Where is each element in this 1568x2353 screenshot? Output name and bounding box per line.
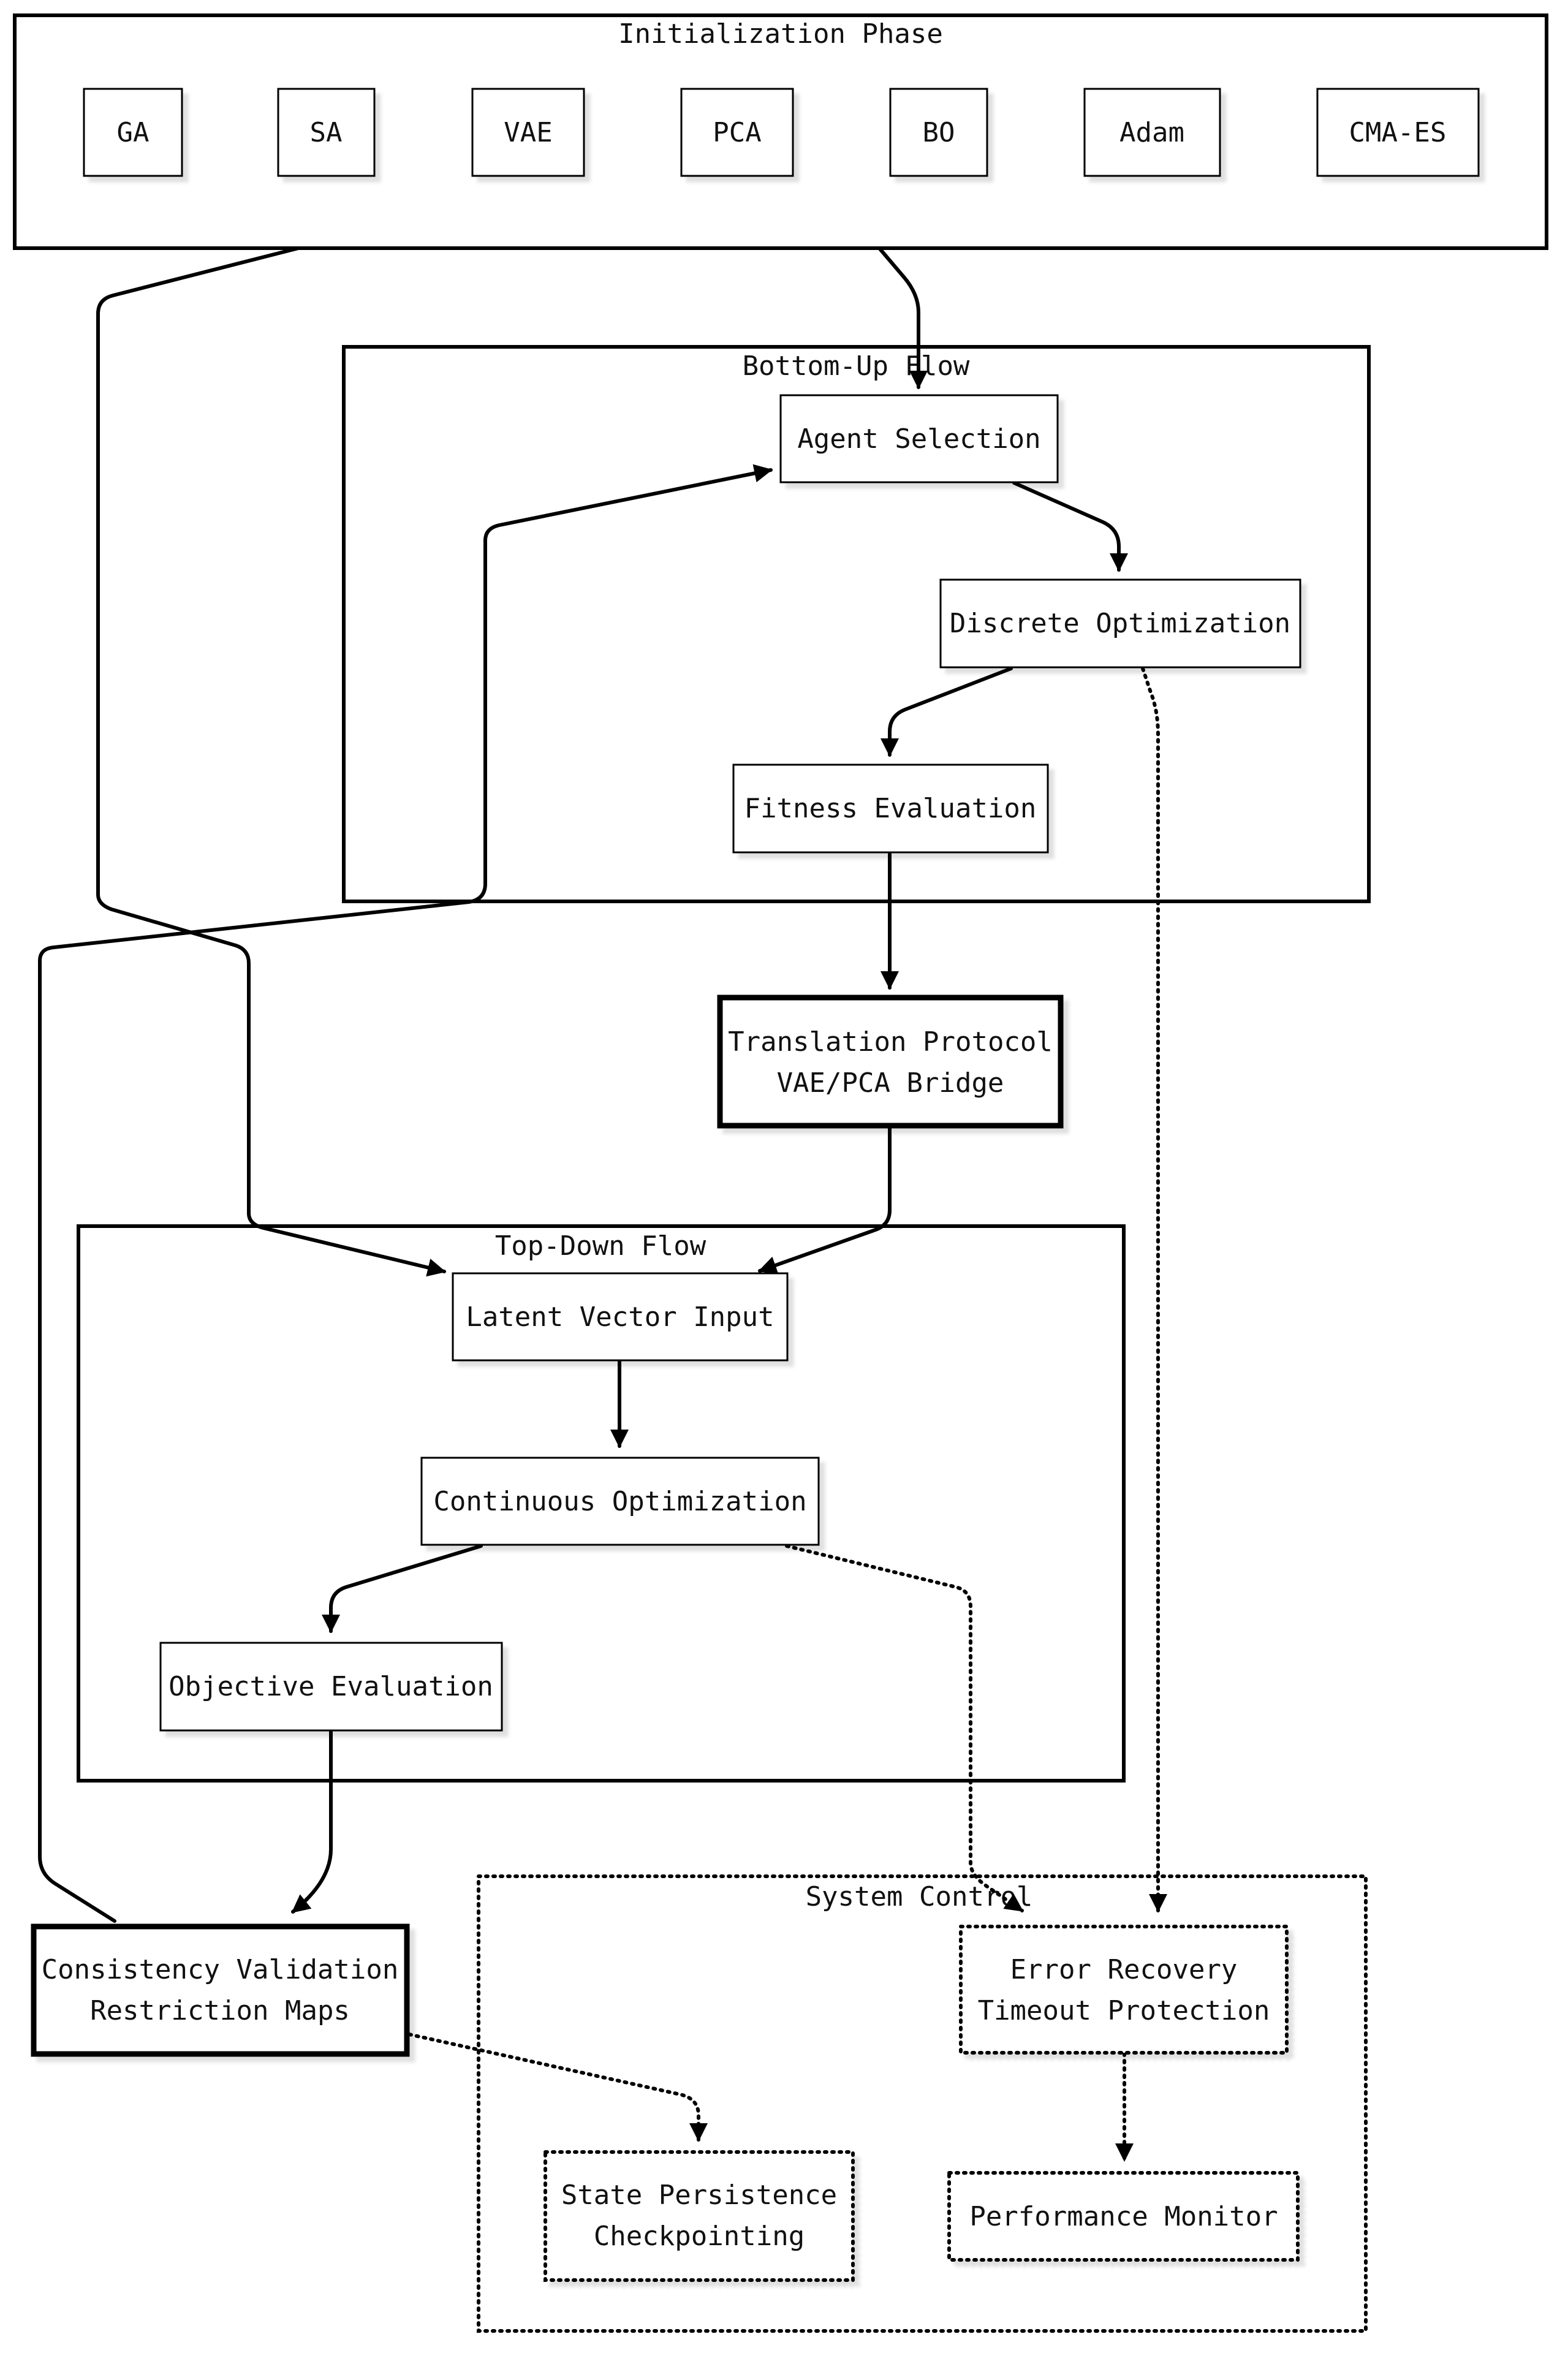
node-continuous-optimization: Continuous Optimization	[420, 1457, 820, 1546]
node-cmaes-box	[1316, 88, 1480, 177]
node-objective-evaluation-box	[159, 1642, 503, 1732]
node-pca: PCA	[680, 88, 794, 177]
node-objective-evaluation: Objective Evaluation	[159, 1642, 503, 1732]
node-state-persistence-line1: State Persistence	[561, 2180, 837, 2211]
node-adam-label: Adam	[1119, 117, 1184, 148]
node-adam-box	[1083, 88, 1221, 177]
node-error-recovery-box	[959, 1925, 1289, 2055]
node-performance-monitor-box	[947, 2171, 1300, 2262]
node-bo: BO	[889, 88, 988, 177]
cluster-top-down-label: Top-Down Flow	[495, 1230, 706, 1262]
node-bo-box	[889, 88, 988, 177]
node-ga: GA	[83, 88, 183, 177]
node-sa: SA	[277, 88, 376, 177]
node-consistency-validation: Consistency Validation Restriction Maps	[31, 1923, 410, 2057]
edge-discrete-to-fitness	[881, 667, 1013, 757]
node-continuous-optimization-label: Continuous Optimization	[433, 1486, 806, 1517]
node-translation-protocol-box	[717, 995, 1064, 1129]
node-error-recovery: Error Recovery Timeout Protection	[959, 1925, 1289, 2055]
node-translation-protocol-line2: VAE/PCA Bridge	[777, 1067, 1004, 1099]
edges	[38, 246, 1167, 2162]
node-error-recovery-line2: Timeout Protection	[978, 1995, 1270, 2026]
cluster-system-control-label: System Control	[806, 1881, 1033, 1912]
node-translation-protocol: Translation Protocol VAE/PCA Bridge	[717, 995, 1064, 1129]
node-vae-label: VAE	[504, 117, 552, 148]
node-fitness-evaluation: Fitness Evaluation	[732, 763, 1049, 854]
node-performance-monitor-label: Performance Monitor	[969, 2201, 1278, 2232]
cluster-initialization-label: Initialization Phase	[618, 18, 943, 50]
node-fitness-evaluation-label: Fitness Evaluation	[744, 793, 1037, 824]
edge-consistency-to-state-persistence	[407, 2033, 708, 2142]
edge-discrete-to-error-recovery	[1141, 667, 1167, 1912]
node-vae-box	[471, 88, 585, 177]
node-latent-vector-input: Latent Vector Input	[452, 1272, 789, 1362]
node-sa-label: SA	[310, 117, 343, 148]
node-state-persistence-line2: Checkpointing	[594, 2221, 805, 2252]
node-vae: VAE	[471, 88, 585, 177]
node-continuous-optimization-box	[420, 1457, 820, 1546]
node-consistency-validation-line1: Consistency Validation	[42, 1954, 399, 1985]
node-latent-vector-input-box	[452, 1272, 789, 1362]
edge-objective-to-consistency	[291, 1729, 333, 1914]
node-sa-box	[277, 88, 376, 177]
edge-agent-to-discrete	[1012, 481, 1128, 572]
node-ga-label: GA	[117, 117, 150, 148]
node-pca-box	[680, 88, 794, 177]
node-state-persistence-box	[543, 2150, 855, 2282]
edge-init-to-latent-input	[96, 246, 446, 1277]
node-discrete-optimization: Discrete Optimization	[939, 578, 1301, 669]
node-translation-protocol-line1: Translation Protocol	[728, 1026, 1053, 1058]
edge-consistency-to-agent-selection	[38, 464, 773, 1923]
node-latent-vector-input-label: Latent Vector Input	[466, 1302, 774, 1333]
node-ga-box	[83, 88, 183, 177]
node-agent-selection-label: Agent Selection	[797, 423, 1040, 455]
node-fitness-evaluation-box	[732, 763, 1049, 854]
edge-continuous-to-objective	[322, 1544, 483, 1633]
edge-init-to-agent-selection	[877, 246, 928, 389]
edge-translation-to-latent	[758, 1126, 892, 1275]
node-consistency-validation-box	[31, 1923, 410, 2057]
node-discrete-optimization-label: Discrete Optimization	[950, 608, 1290, 639]
node-adam: Adam	[1083, 88, 1221, 177]
node-discrete-optimization-box	[939, 578, 1301, 669]
node-consistency-validation-line2: Restriction Maps	[90, 1995, 350, 2026]
node-state-persistence: State Persistence Checkpointing	[543, 2150, 855, 2282]
node-error-recovery-line1: Error Recovery	[1010, 1954, 1238, 1985]
node-pca-label: PCA	[713, 117, 761, 148]
node-performance-monitor: Performance Monitor	[947, 2171, 1300, 2262]
edge-continuous-to-error-recovery	[785, 1544, 1024, 1912]
node-cmaes-label: CMA-ES	[1349, 117, 1447, 148]
node-agent-selection: Agent Selection	[779, 394, 1059, 483]
node-objective-evaluation-label: Objective Evaluation	[169, 1671, 493, 1702]
node-bo-label: BO	[923, 117, 955, 148]
node-cmaes: CMA-ES	[1316, 88, 1480, 177]
cluster-bottom-up-label: Bottom-Up Flow	[743, 350, 970, 382]
node-agent-selection-box	[779, 394, 1059, 483]
